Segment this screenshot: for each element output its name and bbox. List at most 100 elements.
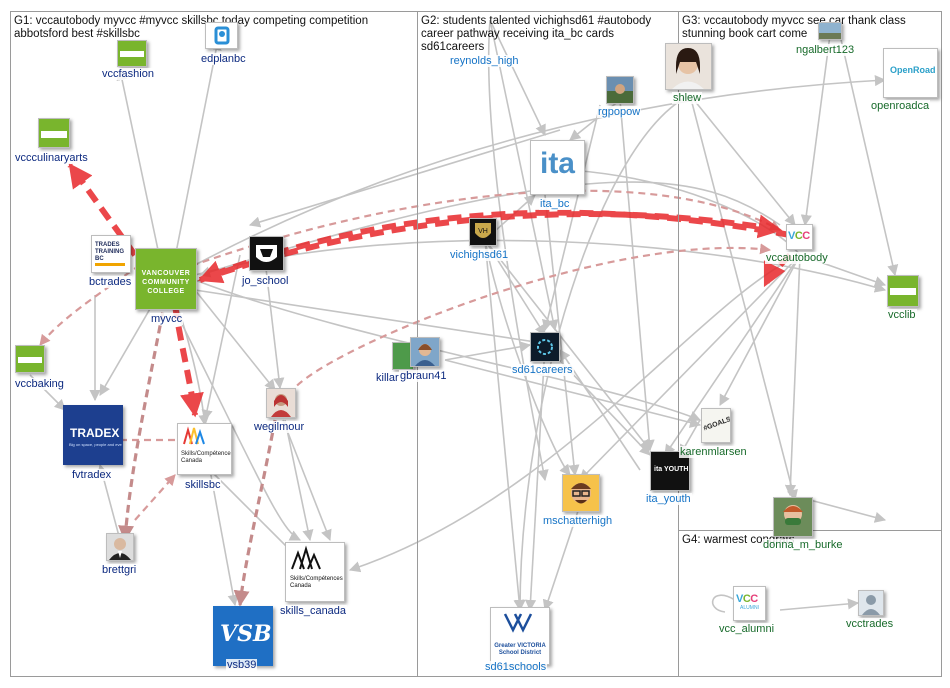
killar-label: killar bbox=[375, 372, 400, 384]
bctrades-logo: TRADES TRAINING BC bbox=[95, 242, 124, 262]
wegilmour-avatar[interactable] bbox=[266, 388, 296, 418]
group-panel-g1: G1: vccautobody myvcc #myvcc skillsbc to… bbox=[10, 11, 418, 677]
rgpopow-photo bbox=[607, 77, 633, 103]
sd61schools-logo-text: Greater VICTORIA School District bbox=[494, 643, 546, 656]
fvtradex-avatar[interactable]: TRADEX Big on space, people and events bbox=[63, 405, 123, 465]
vcc-alumni-label: vcc_alumni bbox=[718, 623, 776, 635]
sd61careers-logo bbox=[537, 339, 553, 355]
skillsbc-label: skillsbc bbox=[184, 479, 222, 491]
bctrades-avatar[interactable]: TRADES TRAINING BC bbox=[91, 235, 131, 273]
karenmlarsen-avatar[interactable]: #GOALS bbox=[701, 408, 731, 443]
myvcc-logo: VANCOUVER COMMUNITY COLLEGE bbox=[141, 270, 191, 295]
fvtradex-label: fvtradex bbox=[71, 469, 113, 481]
jo-school-label: jo_school bbox=[241, 275, 290, 287]
ita-bc-avatar[interactable]: ita bbox=[530, 140, 585, 195]
sd61schools-avatar[interactable]: Greater VICTORIA School District bbox=[490, 607, 550, 665]
vccautobody-logo: VCC bbox=[788, 230, 810, 242]
vcctrades-default-avatar-icon bbox=[859, 591, 883, 615]
ngalbert123-avatar[interactable] bbox=[818, 22, 842, 40]
gbraun41-photo bbox=[411, 338, 439, 366]
group-panel-g4: G4: warmest congrats bbox=[678, 530, 942, 677]
wegilmour-photo bbox=[267, 389, 295, 417]
grey-edges bbox=[29, 19, 899, 613]
vccfashion-avatar[interactable] bbox=[117, 40, 147, 67]
gbraun41-label: gbraun41 bbox=[399, 370, 448, 382]
vcc-alumni-avatar[interactable]: VCC ALUMNI bbox=[733, 586, 766, 621]
bctrades-label: bctrades bbox=[88, 276, 133, 288]
vichighsd61-logo: VH bbox=[475, 223, 491, 238]
edplanbc-label: edplanbc bbox=[200, 53, 247, 65]
donna-m-burke-label: donna_m_burke bbox=[762, 539, 844, 551]
vsb39-avatar[interactable]: VSB bbox=[213, 606, 273, 666]
vcctrades-avatar[interactable] bbox=[858, 590, 884, 616]
brettgri-avatar[interactable] bbox=[106, 533, 134, 561]
vcclib-label: vcclib bbox=[887, 309, 917, 321]
fvtradex-tagline: Big on space, people and events bbox=[69, 442, 123, 447]
shlew-label: shlew bbox=[672, 92, 703, 104]
vccculinaryarts-label: vccculinaryarts bbox=[14, 152, 89, 164]
edplanbc-logo bbox=[214, 26, 230, 45]
reynolds-high-label: reynolds_high bbox=[449, 55, 520, 67]
sd61schools-label: sd61schools bbox=[484, 661, 548, 673]
skills-canada-logo-mid: Compétences bbox=[305, 576, 343, 582]
ita-youth-logo: ita YOUTH bbox=[654, 466, 689, 473]
group-title-g2: G2: students talented vichighsd61 #autob… bbox=[421, 15, 652, 53]
vsb39-logo: VSB bbox=[220, 621, 272, 647]
skills-canada-logo-top: Skills bbox=[290, 576, 305, 582]
mschatterhigh-label: mschatterhigh bbox=[542, 515, 614, 527]
sd61careers-avatar[interactable] bbox=[530, 332, 560, 362]
gbraun41-avatar[interactable] bbox=[410, 337, 440, 367]
skills-canada-logo bbox=[291, 545, 321, 570]
brettgri-photo bbox=[107, 534, 133, 560]
skillsbc-logo-bot: Canada bbox=[181, 458, 203, 464]
ita-youth-label: ita_youth bbox=[645, 493, 692, 505]
svg-text:VH: VH bbox=[478, 228, 488, 235]
skillsbc-logo-mid: Compétences bbox=[196, 451, 232, 457]
openroadca-label: openroadca bbox=[870, 100, 931, 112]
vsb39-label: vsb39 bbox=[226, 659, 258, 671]
ngalbert123-label: ngalbert123 bbox=[795, 44, 856, 56]
openroadca-avatar[interactable]: OpenRoad bbox=[883, 48, 938, 98]
skillsbc-logo bbox=[183, 426, 205, 445]
vccbaking-avatar[interactable] bbox=[15, 345, 45, 373]
vccculinaryarts-avatar[interactable] bbox=[38, 118, 70, 148]
jo-school-logo bbox=[256, 245, 277, 262]
mschatterhigh-avatar[interactable] bbox=[562, 474, 600, 512]
sd61careers-label: sd61careers bbox=[511, 364, 574, 376]
wegilmour-label: wegilmour bbox=[253, 421, 306, 433]
myvcc-label: myvcc bbox=[150, 313, 184, 325]
karenmlarsen-label: karenmlarsen bbox=[679, 446, 748, 458]
skills-canada-logo-bot: Canada bbox=[290, 583, 312, 589]
edplanbc-avatar[interactable] bbox=[205, 22, 238, 49]
donna-m-burke-avatar[interactable] bbox=[773, 497, 813, 537]
karenmlarsen-logo: #GOALS bbox=[702, 415, 731, 433]
group-panel-g3: G3: vccautobody myvcc see car thank clas… bbox=[678, 11, 942, 531]
vichighsd61-label: vichighsd61 bbox=[449, 249, 510, 261]
vccautobody-avatar[interactable]: VCC bbox=[786, 224, 813, 250]
group-title-g3: G3: vccautobody myvcc see car thank clas… bbox=[682, 15, 906, 40]
ita-bc-label: ita_bc bbox=[539, 198, 571, 210]
vcctrades-label: vcctrades bbox=[845, 618, 895, 630]
skills-canada-label: skills_canada bbox=[279, 605, 348, 617]
shlew-photo bbox=[666, 44, 711, 89]
vichighsd61-avatar[interactable]: VH bbox=[469, 218, 497, 246]
rose-edges bbox=[118, 299, 277, 607]
mschatterhigh-photo bbox=[563, 475, 599, 511]
shlew-avatar[interactable] bbox=[665, 43, 712, 90]
vcc-alumni-logo: VCC bbox=[736, 593, 758, 605]
jo-school-avatar[interactable] bbox=[249, 236, 284, 271]
vccautobody-label: vccautobody bbox=[765, 252, 829, 264]
sd61schools-logo bbox=[503, 613, 533, 633]
myvcc-avatar[interactable]: VANCOUVER COMMUNITY COLLEGE bbox=[135, 248, 197, 310]
vccfashion-label: vccfashion bbox=[101, 68, 155, 80]
ita-bc-logo: ita bbox=[539, 147, 575, 180]
vcclib-avatar[interactable] bbox=[887, 275, 919, 307]
vccbaking-label: vccbaking bbox=[14, 378, 65, 390]
group-title-g1: G1: vccautobody myvcc #myvcc skillsbc to… bbox=[14, 15, 369, 40]
rgpopow-label: rgpopow bbox=[597, 106, 642, 118]
rgpopow-avatar[interactable] bbox=[606, 76, 634, 104]
donna-m-burke-photo bbox=[774, 498, 812, 536]
